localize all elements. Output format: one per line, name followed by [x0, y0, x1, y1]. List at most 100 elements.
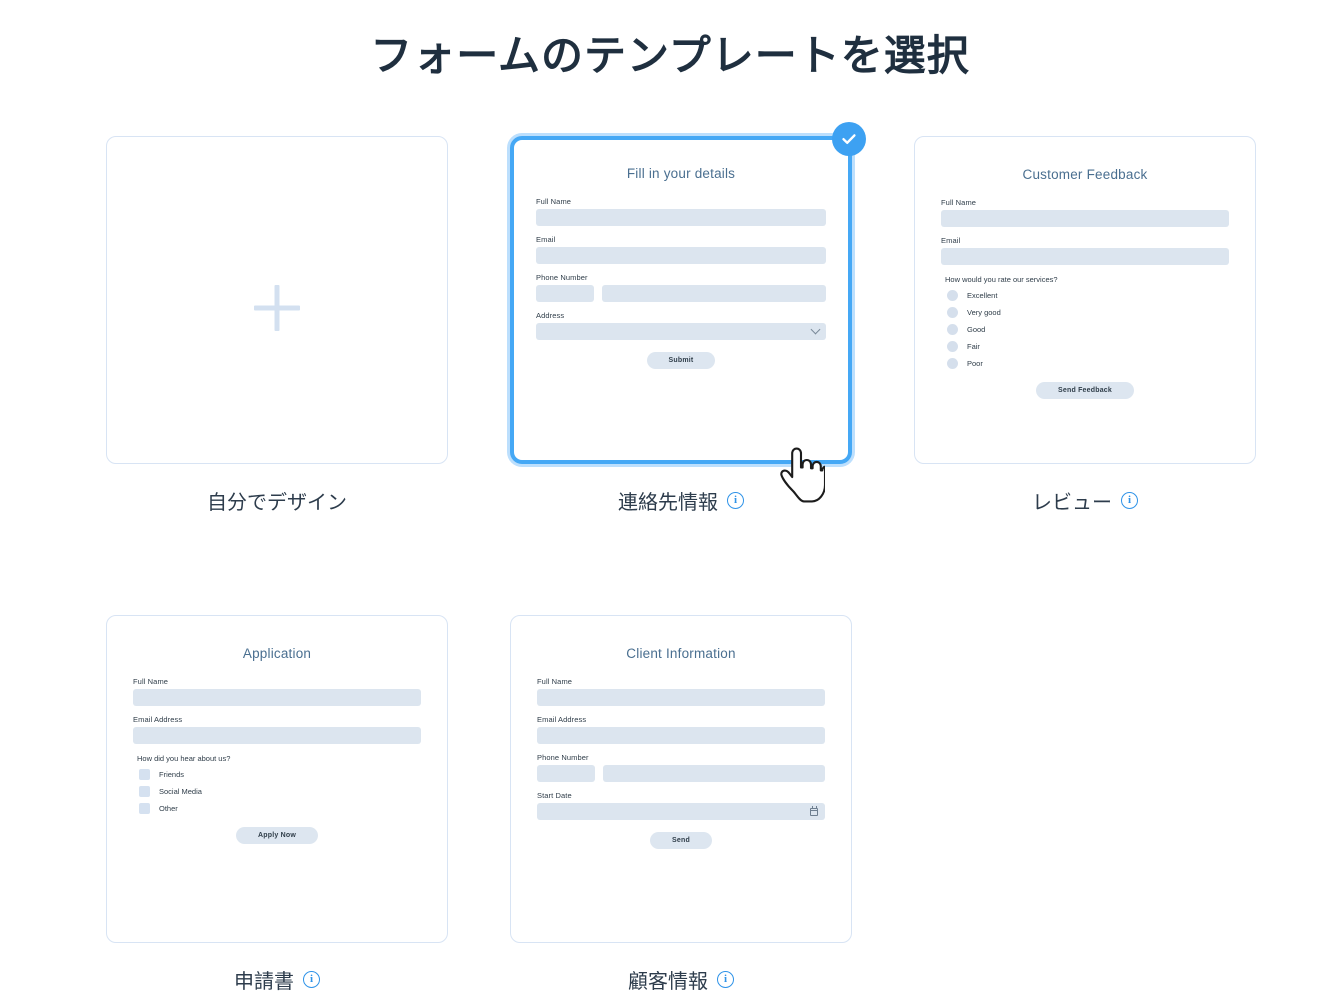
form-button-wrap: Send: [537, 832, 825, 849]
field-text-input[interactable]: [536, 247, 826, 264]
field-label: Full Name: [536, 197, 572, 206]
form-field: Start Date: [537, 791, 825, 820]
chevron-down-icon: [810, 324, 821, 335]
form-field: Full Name: [133, 677, 421, 706]
template-caption-label: レビュー: [1032, 492, 1112, 514]
field-text-input[interactable]: [537, 689, 825, 706]
radio-icon[interactable]: [947, 324, 958, 335]
checkbox-icon[interactable]: [139, 769, 150, 780]
field-input-prefix[interactable]: [536, 285, 594, 302]
form-field: Email: [536, 235, 826, 264]
field-input-main[interactable]: [602, 285, 826, 302]
field-text-input[interactable]: [941, 210, 1229, 227]
form-submit-button[interactable]: Apply Now: [236, 827, 318, 844]
field-label: Email: [536, 235, 556, 244]
info-icon[interactable]: i: [717, 971, 734, 988]
form-field: Email Address: [537, 715, 825, 744]
form-question: How would you rate our services?: [945, 275, 1058, 284]
option-label: Very good: [967, 308, 1001, 317]
form-preview-title: Fill in your details: [626, 166, 736, 181]
template-card-preview: [107, 137, 447, 463]
form-field: Full Name: [941, 198, 1229, 227]
form-field: Address: [536, 311, 826, 340]
form-preview-title: Customer Feedback: [1022, 167, 1148, 182]
option-row[interactable]: Other: [139, 802, 421, 815]
template-card-blank[interactable]: [106, 136, 448, 464]
template-caption-label: 連絡先情報: [618, 492, 718, 514]
form-field: Full Name: [536, 197, 826, 226]
field-input-prefix[interactable]: [537, 765, 595, 782]
option-label: Poor: [967, 359, 983, 368]
form-submit-button[interactable]: Send Feedback: [1036, 382, 1134, 399]
form-button-wrap: Send Feedback: [941, 382, 1229, 399]
radio-icon[interactable]: [947, 307, 958, 318]
option-row[interactable]: Social Media: [139, 785, 421, 798]
field-label: Phone Number: [536, 273, 588, 282]
option-row[interactable]: Fair: [947, 340, 1229, 353]
field-label: Full Name: [133, 677, 169, 686]
option-row[interactable]: Good: [947, 323, 1229, 336]
field-text-input[interactable]: [133, 689, 421, 706]
field-text-input[interactable]: [941, 248, 1229, 265]
template-caption-contact-info: 連絡先情報 i: [510, 486, 852, 515]
field-label: Address: [536, 311, 565, 320]
option-row[interactable]: Poor: [947, 357, 1229, 370]
form-preview-title: Client Information: [626, 646, 736, 661]
template-caption-label: 顧客情報: [628, 971, 708, 993]
page-title: フォームのテンプレートを選択: [370, 32, 970, 79]
template-caption-client-info: 顧客情報 i: [510, 965, 852, 994]
radio-icon[interactable]: [947, 341, 958, 352]
field-input-row: [536, 285, 826, 302]
field-date-input[interactable]: [537, 803, 825, 820]
form-button-wrap: Apply Now: [133, 827, 421, 844]
field-input-main[interactable]: [603, 765, 825, 782]
checkbox-icon[interactable]: [139, 803, 150, 814]
field-label: Email Address: [537, 715, 587, 724]
form-submit-button[interactable]: Send: [650, 832, 712, 849]
field-label: Full Name: [537, 677, 573, 686]
form-submit-button[interactable]: Submit: [646, 352, 716, 369]
option-row[interactable]: Excellent: [947, 289, 1229, 302]
field-label: Phone Number: [537, 753, 589, 762]
selected-check-badge: [832, 122, 866, 156]
option-label: Other: [159, 804, 178, 813]
form-field: Full Name: [537, 677, 825, 706]
form-preview-title: Application: [242, 646, 312, 661]
field-input-row: [537, 765, 825, 782]
template-caption-blank: 自分でデザイン: [106, 486, 448, 515]
plus-icon: [254, 285, 300, 331]
form-field: Phone Number: [536, 273, 826, 302]
form-button-wrap: Submit: [536, 352, 826, 369]
info-icon[interactable]: i: [303, 971, 320, 988]
field-text-input[interactable]: [536, 209, 826, 226]
field-text-input[interactable]: [133, 727, 421, 744]
radio-icon[interactable]: [947, 290, 958, 301]
field-label: Start Date: [537, 791, 572, 800]
form-field: Email: [941, 236, 1229, 265]
field-select[interactable]: [536, 323, 826, 340]
info-icon[interactable]: i: [727, 492, 744, 509]
option-label: Excellent: [967, 291, 998, 300]
field-text-input[interactable]: [537, 727, 825, 744]
checkbox-icon[interactable]: [139, 786, 150, 797]
radio-icon[interactable]: [947, 358, 958, 369]
info-icon[interactable]: i: [1121, 492, 1138, 509]
option-label: Friends: [159, 770, 185, 779]
option-row[interactable]: Very good: [947, 306, 1229, 319]
option-label: Social Media: [159, 787, 202, 796]
option-row[interactable]: Friends: [139, 768, 421, 781]
field-label: Email: [941, 236, 961, 245]
